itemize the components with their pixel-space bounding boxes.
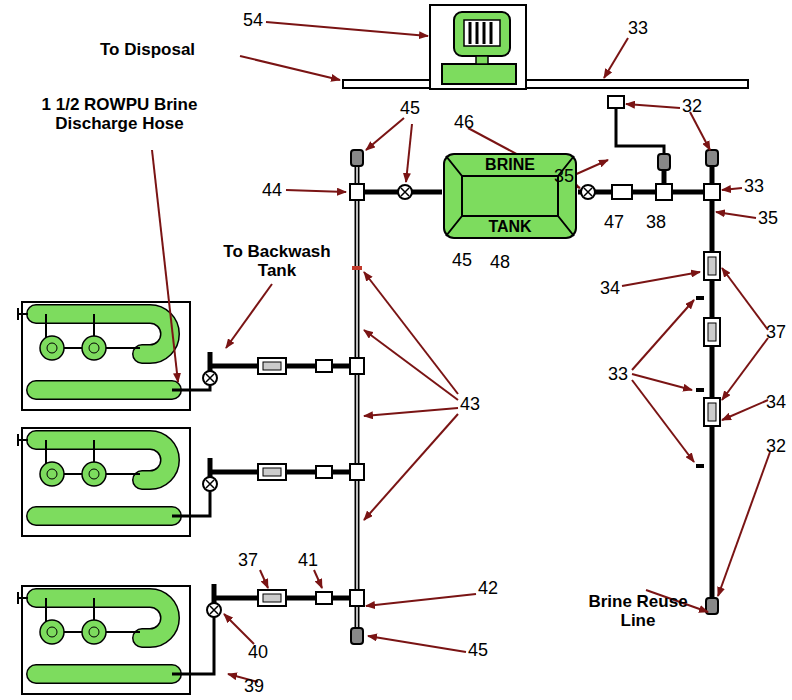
callout-number: 40 [248, 642, 268, 662]
callout-number: 47 [604, 212, 624, 232]
callout-number: 35 [554, 166, 574, 186]
callout-number: 37 [766, 322, 786, 342]
callout-number: 34 [600, 278, 620, 298]
callout-number: 35 [758, 208, 778, 228]
callout-number: 33 [744, 176, 764, 196]
tank-label: TANK [442, 218, 578, 236]
callout-number: 33 [608, 364, 628, 384]
callout-number: 45 [452, 250, 472, 270]
callout-number: 48 [490, 252, 510, 272]
callout-number: 39 [244, 676, 264, 696]
callout-number: 43 [460, 394, 480, 414]
flow-label: 1 1/2 ROWPU Brine Discharge Hose [12, 95, 227, 133]
flow-label: To Disposal [100, 40, 195, 59]
flow-label: Brine Reuse Line [588, 592, 688, 630]
callout-number: 46 [454, 112, 474, 132]
callout-number: 32 [682, 96, 702, 116]
callout-number: 42 [478, 578, 498, 598]
brine-tank: BRINETANK [442, 152, 578, 240]
callout-number: 33 [628, 18, 648, 38]
callout-number: 37 [238, 550, 258, 570]
callout-number: 38 [646, 212, 666, 232]
callout-number: 54 [243, 10, 263, 30]
callout-number: 45 [468, 640, 488, 660]
flow-label: To Backwash Tank [222, 242, 332, 280]
callout-number: 45 [400, 98, 420, 118]
callout-number: 41 [298, 550, 318, 570]
callout-number: 32 [766, 436, 786, 456]
callout-number: 34 [766, 392, 786, 412]
callout-number: 44 [262, 180, 282, 200]
